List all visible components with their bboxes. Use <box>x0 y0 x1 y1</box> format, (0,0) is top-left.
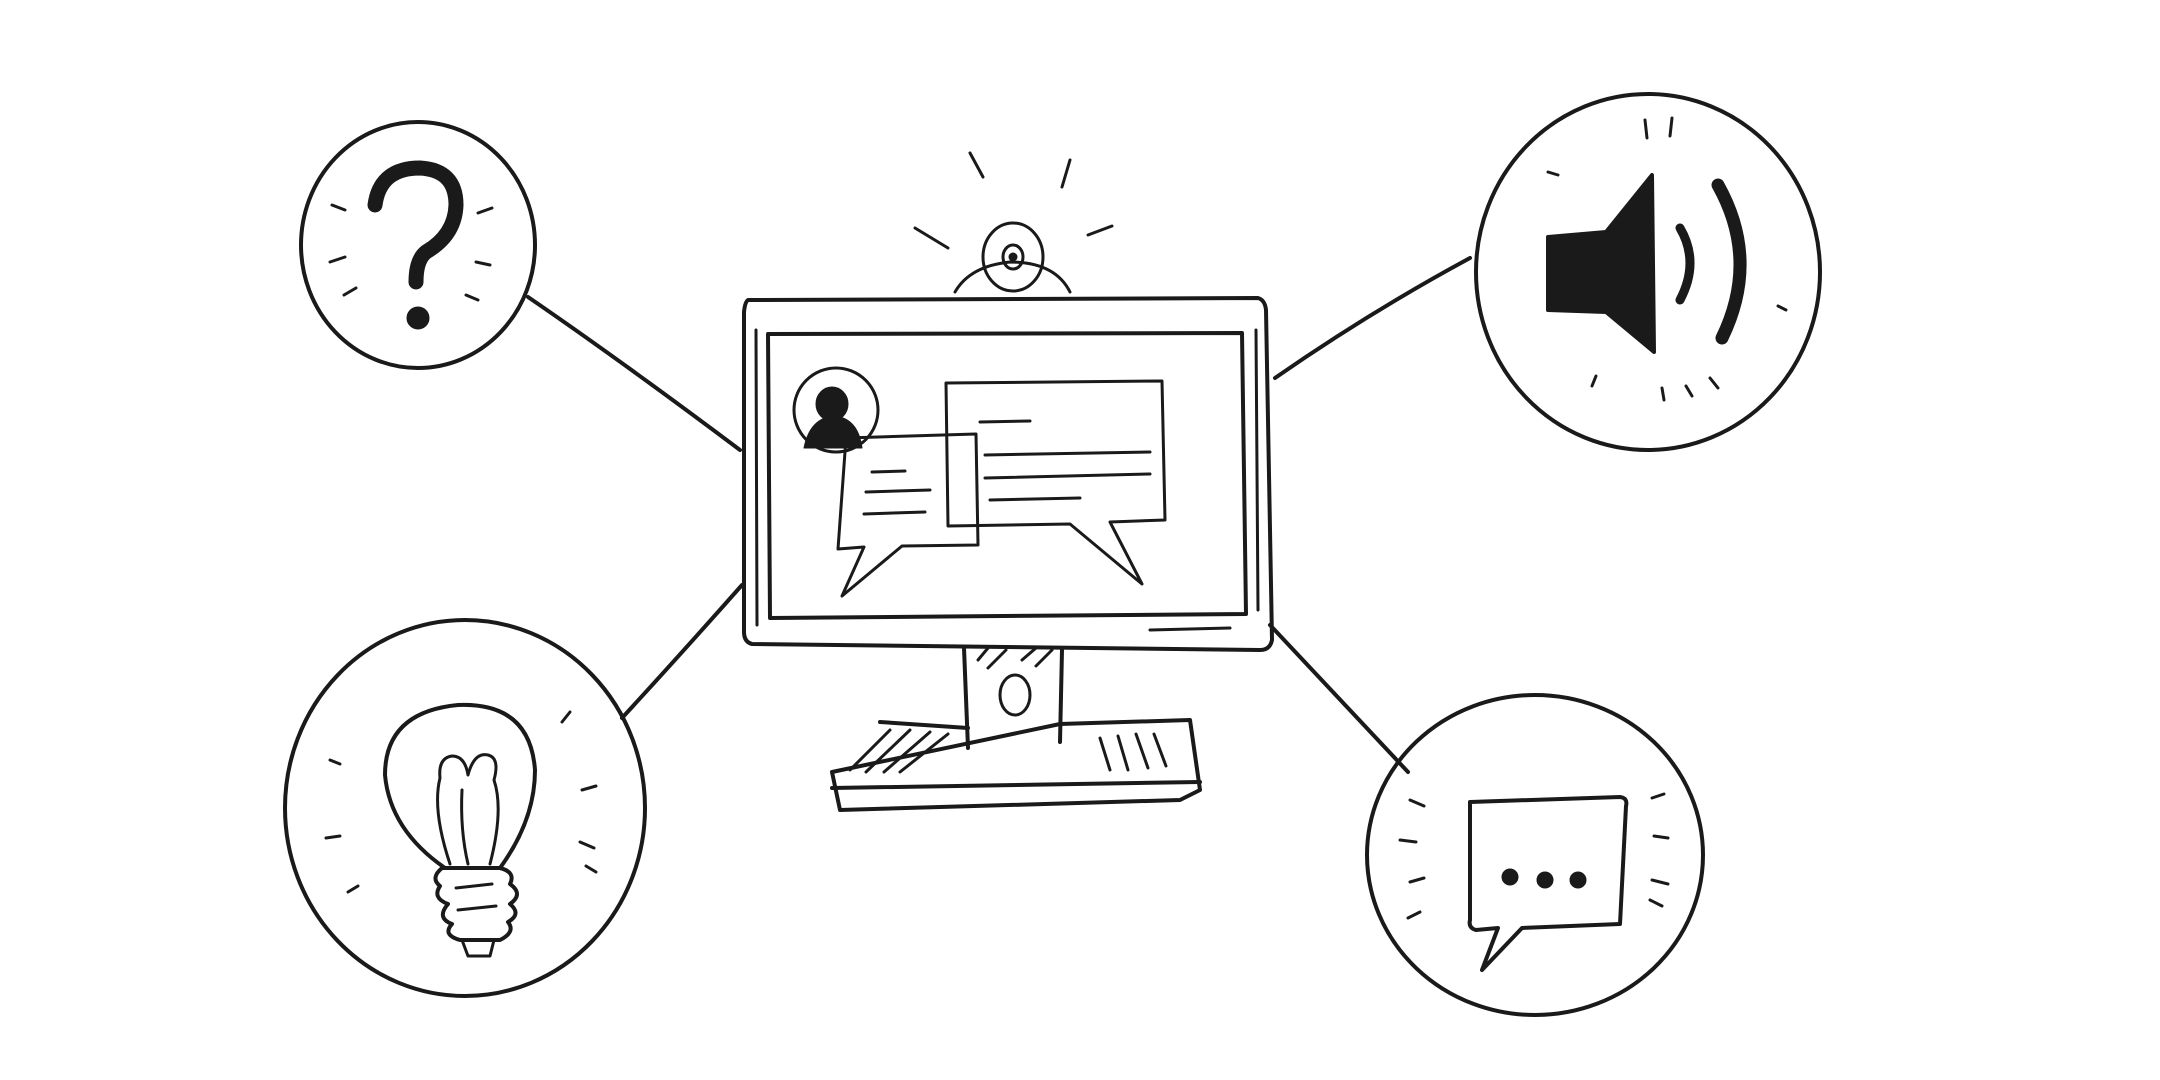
webcam-icon <box>913 151 1114 294</box>
connector-bottom-left <box>620 583 744 720</box>
node-circle <box>299 120 537 370</box>
monitor-stand <box>830 646 1202 812</box>
chat-bubble-icon <box>944 379 1167 586</box>
emphasis-ticks <box>1398 792 1670 920</box>
webcam-flash-ray <box>913 226 950 250</box>
monitor-screen <box>766 331 1248 620</box>
typing-dot <box>1501 868 1519 886</box>
question-mark-icon: ? <box>367 160 464 330</box>
video-call-monitor-icon <box>742 151 1274 812</box>
connector-top-right <box>1273 256 1472 380</box>
lightbulb-icon <box>383 702 537 958</box>
node-lightbulb <box>283 618 647 998</box>
node-circle <box>1365 693 1705 1017</box>
speaker-icon <box>1546 173 1747 354</box>
typing-dot <box>1536 871 1554 889</box>
connector-bottom-right <box>1268 623 1410 774</box>
webcam-flash-ray <box>1060 158 1072 189</box>
webcam-flash-ray <box>1086 224 1114 237</box>
node-circle <box>283 618 647 998</box>
connector-lines <box>526 256 1472 774</box>
node-question: ? <box>299 120 537 370</box>
emphasis-ticks <box>1546 116 1788 402</box>
node-speaker <box>1474 92 1822 452</box>
typing-dot <box>1569 871 1587 889</box>
connector-top-left <box>526 295 742 452</box>
webcam-flash-ray <box>968 151 985 179</box>
typing-speech-bubble-icon: ... <box>1467 795 1629 972</box>
chat-bubble-icon <box>836 432 980 598</box>
participant-avatar-icon <box>792 366 880 454</box>
emphasis-ticks <box>328 203 494 302</box>
node-typing-bubble: ... <box>1365 693 1705 1017</box>
node-circle <box>1474 92 1822 452</box>
emphasis-ticks <box>324 710 598 894</box>
monitor-frame <box>742 296 1274 652</box>
